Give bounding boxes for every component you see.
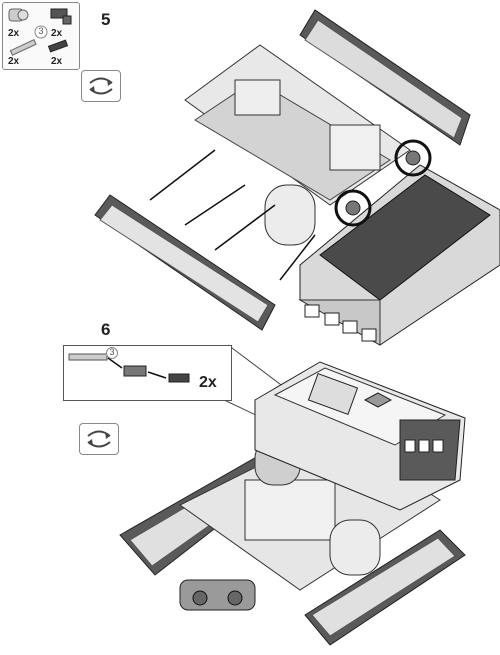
part-qty: 2x: [51, 28, 63, 39]
highlight-circle: [394, 139, 432, 177]
nxt-brick: [298, 164, 500, 346]
front-track-assembly-6: [304, 529, 466, 646]
grey-axle-part-icon: [9, 39, 37, 56]
step-number: 6: [101, 320, 111, 339]
grey-bushing-part-icon: [8, 8, 29, 22]
axle-length-label: 3: [38, 26, 44, 36]
axle-length-circle: [34, 25, 48, 39]
pin-part-icon: [168, 373, 190, 383]
front-bumper: [179, 579, 256, 611]
rotate-model-icon: [79, 423, 119, 455]
dark-pin-part-icon: [47, 39, 69, 53]
part-qty: 2x: [199, 374, 217, 391]
part-qty: 2x: [8, 56, 20, 67]
parts-illustrations: [8, 8, 72, 56]
nxt-brick-6: [254, 361, 466, 511]
sub-assembly-callout: 3 2x: [63, 345, 232, 401]
main-chassis: [184, 44, 411, 206]
front-track-assembly: [94, 184, 316, 331]
dark-connector-part-icon: [50, 8, 72, 25]
assembly-lines: [149, 149, 316, 281]
upper-track-assembly: [299, 9, 471, 146]
rotate-model-icon: [81, 70, 121, 102]
step-number: 5: [101, 10, 111, 29]
connector-part-icon: [123, 365, 147, 377]
parts-list-step-5: 2x 2x 2x 2x 3: [2, 2, 80, 70]
part-qty: 2x: [51, 56, 63, 67]
highlight-circle: [334, 189, 372, 227]
axle-part-icon: [68, 353, 108, 361]
part-qty: 2x: [8, 28, 20, 39]
axle-length-label: 3: [109, 347, 115, 357]
